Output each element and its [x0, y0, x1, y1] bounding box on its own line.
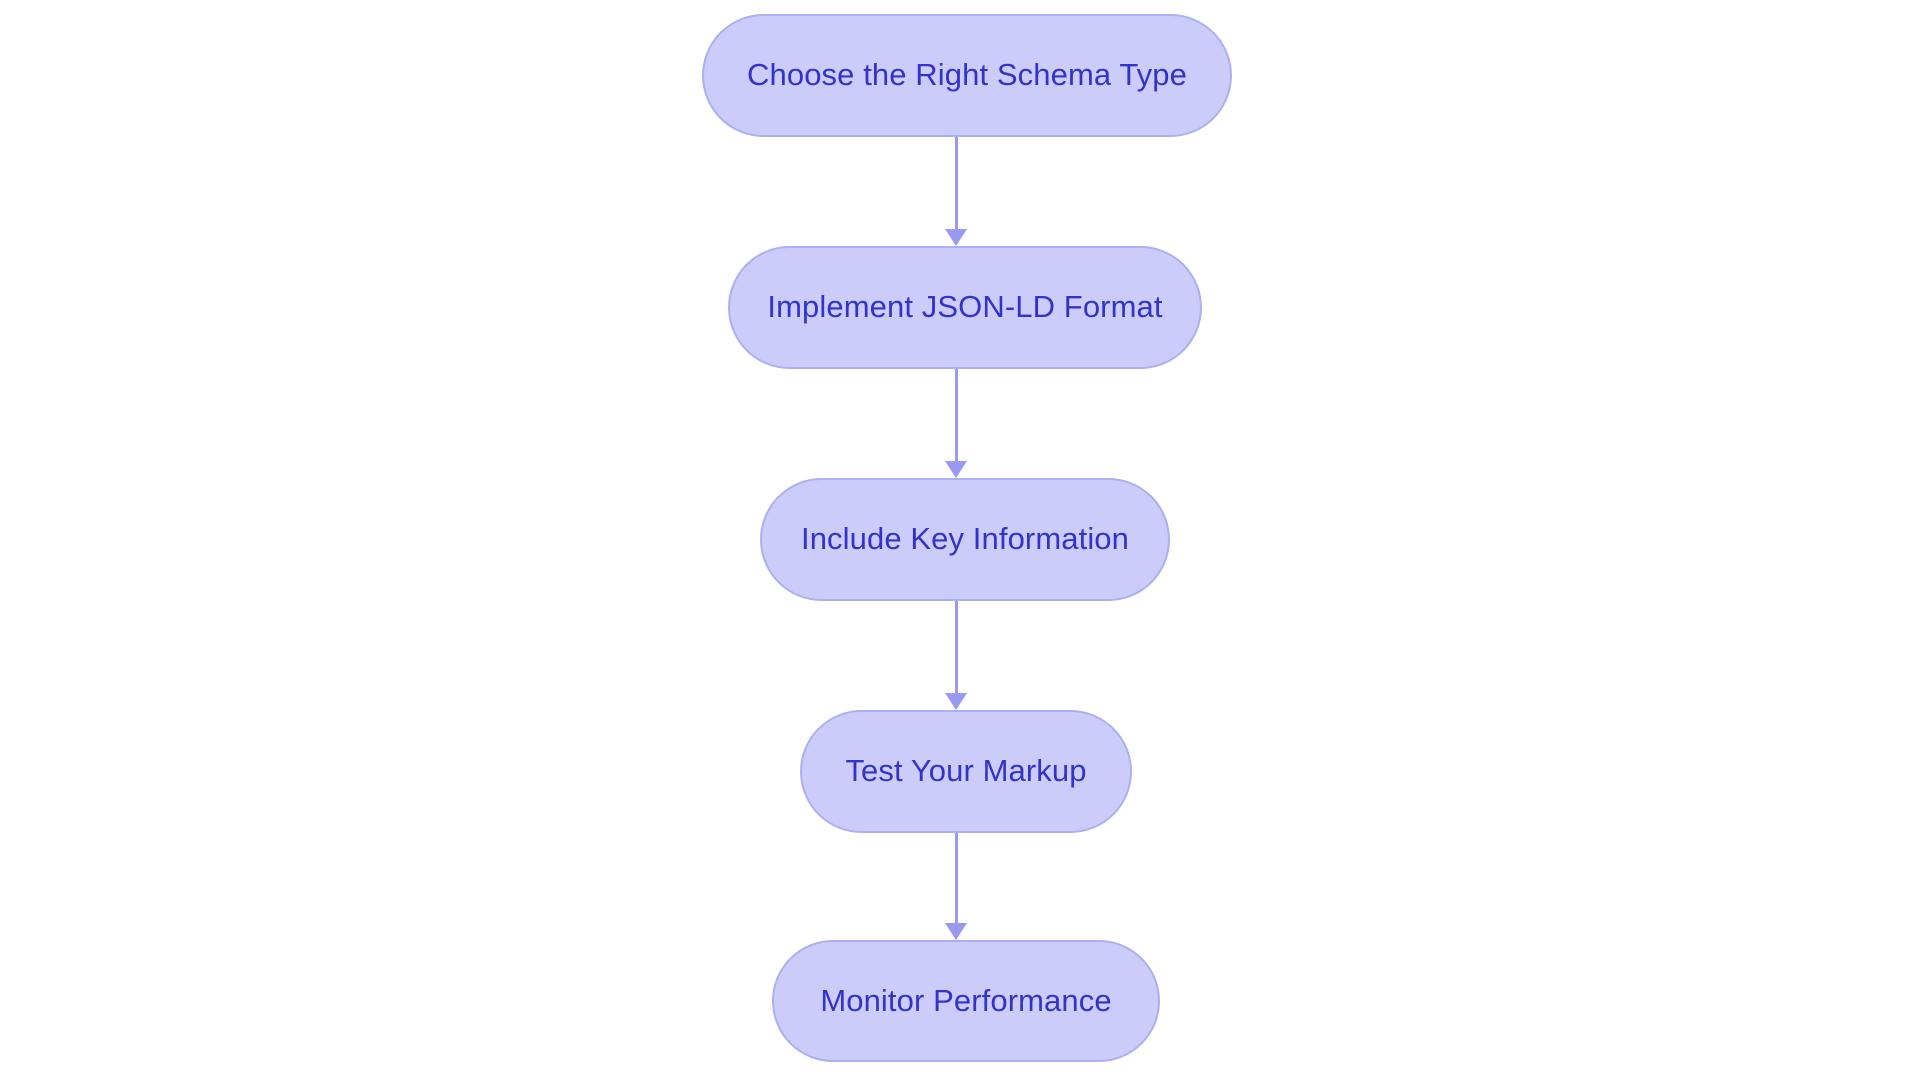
- connector-line: [954, 137, 958, 231]
- flow-connector-3: [936, 601, 976, 710]
- flow-node-choose-the-right-schema-type[interactable]: Choose the Right Schema Type: [702, 14, 1232, 137]
- flow-node-label: Monitor Performance: [820, 982, 1112, 1018]
- arrowhead-down-icon: [945, 923, 967, 940]
- flow-node-label: Test Your Markup: [845, 753, 1087, 788]
- arrowhead-down-icon: [945, 229, 967, 246]
- flow-node-label: Choose the Right Schema Type: [747, 57, 1187, 92]
- arrowhead-down-icon: [945, 693, 967, 710]
- flow-node-monitor-performance[interactable]: Monitor Performance: [772, 940, 1160, 1062]
- arrowhead-down-icon: [945, 461, 967, 478]
- flow-node-include-key-information[interactable]: Include Key Information: [760, 478, 1170, 601]
- flow-node-test-your-markup[interactable]: Test Your Markup: [800, 710, 1132, 833]
- connector-line: [954, 369, 958, 463]
- flow-node-label: Include Key Information: [801, 521, 1129, 556]
- connector-line: [954, 601, 958, 695]
- connector-line: [954, 833, 958, 925]
- flow-node-implement-json-ld-format[interactable]: Implement JSON-LD Format: [728, 246, 1202, 369]
- flow-connector-2: [936, 369, 976, 478]
- flow-connector-4: [936, 833, 976, 940]
- flow-node-label: Implement JSON-LD Format: [767, 289, 1163, 324]
- flow-connector-1: [936, 137, 976, 246]
